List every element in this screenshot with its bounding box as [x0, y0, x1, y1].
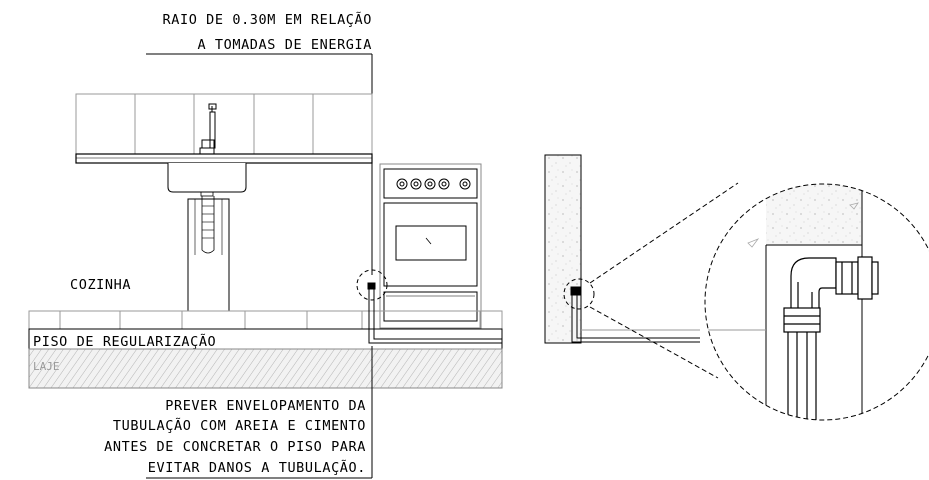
radius-note-line-2: A TOMADAS DE ENERGIA: [197, 37, 372, 53]
faucet: [199, 103, 217, 155]
note-line-3: ANTES DE CONCRETAR O PISO PARA: [104, 439, 366, 455]
wall-cabinets: [75, 93, 373, 155]
gas-pipe: [367, 282, 502, 344]
detail-enlargement: [704, 183, 929, 421]
detail-boundary: [704, 183, 929, 421]
sink-basin: [167, 163, 247, 193]
slab: [28, 348, 503, 389]
slab-label: LAJE: [33, 360, 60, 373]
sink-pedestal: [187, 196, 230, 312]
floor-layer-label: PISO DE REGULARIZAÇÃO: [33, 333, 216, 350]
note-line-1: PREVER ENVELOPAMENTO DA: [165, 398, 366, 414]
countertop: [75, 153, 373, 164]
note-line-2: TUBULAÇÃO COM AREIA E CIMENTO: [113, 417, 366, 434]
radius-note-line-1: RAIO DE 0.30M EM RELAÇÃO: [163, 11, 372, 28]
concrete-wall: [544, 154, 582, 344]
wall-section: [544, 154, 739, 379]
kitchen-elevation: RAIO DE 0.30M EM RELAÇÃO A TOMADAS DE EN…: [28, 11, 503, 479]
floor-tiles: [28, 310, 503, 330]
note-line-4: EVITAR DANOS A TUBULAÇÃO.: [148, 459, 366, 476]
radius-note-leader: [146, 53, 373, 275]
section-pipe: [570, 286, 700, 343]
room-label: COZINHA: [70, 277, 131, 293]
stove: [379, 163, 482, 329]
outlet-radius-circle: [356, 269, 388, 301]
section-detail-marker: [563, 278, 595, 310]
